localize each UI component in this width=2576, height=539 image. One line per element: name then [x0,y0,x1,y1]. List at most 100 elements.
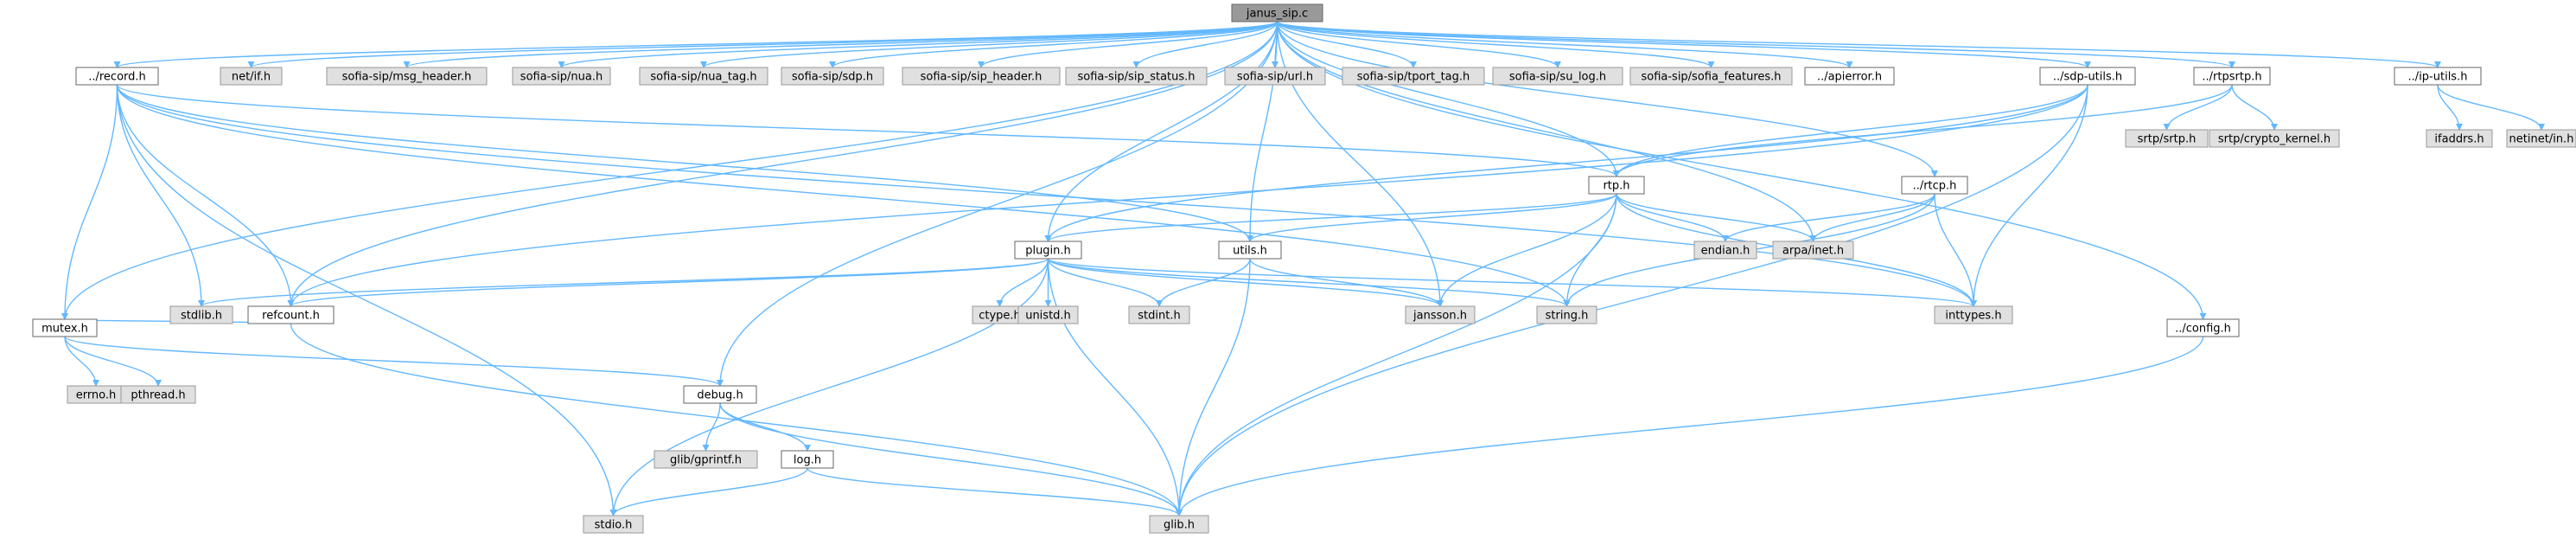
node-netif: net/if.h [220,67,283,86]
node-msg_header: sofia-sip/msg_header.h [326,67,488,86]
edge-rtp-to-jansson [1437,193,1617,307]
node-config[interactable]: ../config.h [2166,318,2240,337]
node-label-plugin: plugin.h [1025,245,1071,258]
edge-rtp-to-arpa [1616,193,1817,242]
node-box-url [1224,67,1326,86]
edge-janus_sip-to-utils [1247,21,1278,242]
node-label-netinet: netinet/in.h [2509,133,2574,146]
edge-janus_sip-to-sip_status [1132,21,1278,68]
node-ifaddrs: ifaddrs.h [2426,129,2493,148]
node-label-refcount: refcount.h [262,310,320,323]
node-label-pthread: pthread.h [131,389,185,402]
node-label-netif: net/if.h [232,71,271,84]
node-label-gprintf: glib/gprintf.h [670,454,742,467]
node-box-su_log [1492,67,1623,86]
edge-mutex-to-debug [64,336,724,387]
edge-plugin-to-jansson [1047,258,1444,307]
node-label-su_log: sofia-sip/su_log.h [1509,71,1606,84]
node-nua_tag: sofia-sip/nua_tag.h [639,67,768,86]
node-refcount[interactable]: refcount.h [247,305,335,324]
node-box-apierror [1804,67,1895,86]
node-box-iputils [2394,67,2482,86]
node-label-srtp: srtp/srtp.h [2138,133,2197,146]
edge-plugin-to-stdio [609,258,1049,517]
edge-janus_sip-to-iputils [1276,21,2441,68]
node-label-stdint: stdint.h [1138,310,1180,323]
node-janus_sip[interactable]: janus_sip.c [1231,3,1323,22]
node-box-rtpsrtp [2193,67,2271,86]
node-label-string: string.h [1546,310,1589,323]
edge-utils-to-stdint [1156,258,1251,307]
edge-debug-to-glib [719,402,1183,517]
node-box-stdint [1128,305,1190,324]
node-iputils[interactable]: ../ip-utils.h [2394,67,2482,86]
edge-sdputils-to-plugin [1044,84,2088,242]
node-nua: sofia-sip/nua.h [512,67,611,86]
edge-iputils-to-netinet [2437,84,2545,131]
node-box-debug [683,385,757,404]
node-mutex[interactable]: mutex.h [32,318,98,337]
node-label-mutex: mutex.h [41,323,88,336]
edge-rtpsrtp-to-srtp [2163,84,2233,131]
node-box-config [2166,318,2240,337]
node-debug[interactable]: debug.h [683,385,757,404]
node-box-srtp [2125,129,2209,148]
node-tport_tag: sofia-sip/tport_tag.h [1342,67,1485,86]
edge-record-to-inttypes [116,84,1977,307]
node-srtp: srtp/srtp.h [2125,129,2209,148]
node-box-msg_header [326,67,488,86]
node-label-unistd: unistd.h [1025,310,1071,323]
node-utils[interactable]: utils.h [1218,241,1282,260]
node-crypto_kernel: srtp/crypto_kernel.h [2209,129,2340,148]
node-label-sdputils: ../sdp-utils.h [2053,71,2122,84]
node-label-tport_tag: sofia-sip/tport_tag.h [1357,71,1470,84]
edge-record-to-stdio [116,84,617,517]
edge-janus_sip-to-nua [558,21,1278,68]
node-box-sdputils [2039,67,2136,86]
edge-rtpsrtp-to-rtp [1613,84,2233,177]
edge-record-to-utils [116,84,1253,242]
node-rtp[interactable]: rtp.h [1588,176,1645,195]
edge-plugin-to-inttypes [1047,258,1977,307]
node-stdlib: stdlib.h [169,305,233,324]
node-box-stdlib [169,305,233,324]
edge-rtp-to-plugin [1044,193,1617,242]
node-label-crypto_kernel: srtp/crypto_kernel.h [2218,133,2331,146]
node-arpa: arpa/inet.h [1772,241,1854,260]
node-label-jansson: jansson.h [1412,310,1467,323]
node-label-nua_tag: sofia-sip/nua_tag.h [650,71,756,84]
node-record[interactable]: ../record.h [75,67,159,86]
node-unistd: unistd.h [1017,305,1079,324]
node-plugin[interactable]: plugin.h [1014,241,1082,260]
edge-rtp-to-utils [1247,193,1617,242]
edge-janus_sip-to-apierror [1276,21,1853,68]
node-sip_status: sofia-sip/sip_status.h [1065,67,1208,86]
node-label-sip_status: sofia-sip/sip_status.h [1077,71,1195,84]
node-box-pthread [120,385,196,404]
edge-janus_sip-to-rtcp [1276,21,1938,177]
node-rtcp[interactable]: ../rtcp.h [1901,176,1968,195]
edge-janus_sip-to-debug [717,21,1278,387]
edge-mutex-to-pthread [64,336,162,387]
node-label-sip_header: sofia-sip/sip_header.h [921,71,1043,84]
edge-mutex-to-errno [64,336,99,387]
node-apierror[interactable]: ../apierror.h [1804,67,1895,86]
edge-janus_sip-to-rtp [1276,21,1620,177]
edges-layer [61,21,2545,517]
node-label-rtp: rtp.h [1603,180,1629,193]
nodes-layer: janus_sip.c ../record.h net/if.h sofia-sip/… [32,3,2576,534]
edge-janus_sip-to-tport_tag [1276,21,1417,68]
node-box-utils [1218,241,1282,260]
node-box-ifaddrs [2426,129,2493,148]
node-sdputils[interactable]: ../sdp-utils.h [2039,67,2136,86]
node-inttypes: inttypes.h [1934,305,2013,324]
edge-janus_sip-to-config [1276,21,2207,320]
node-gprintf: glib/gprintf.h [654,450,758,469]
edge-utils-to-glib [1176,258,1251,517]
node-label-stdlib: stdlib.h [181,310,222,323]
node-log[interactable]: log.h [781,450,834,469]
node-rtpsrtp[interactable]: ../rtpsrtp.h [2193,67,2271,86]
node-label-glib: glib.h [1164,519,1195,532]
edge-janus_sip-to-su_log [1276,21,1561,68]
node-label-janus_sip: janus_sip.c [1246,8,1308,21]
